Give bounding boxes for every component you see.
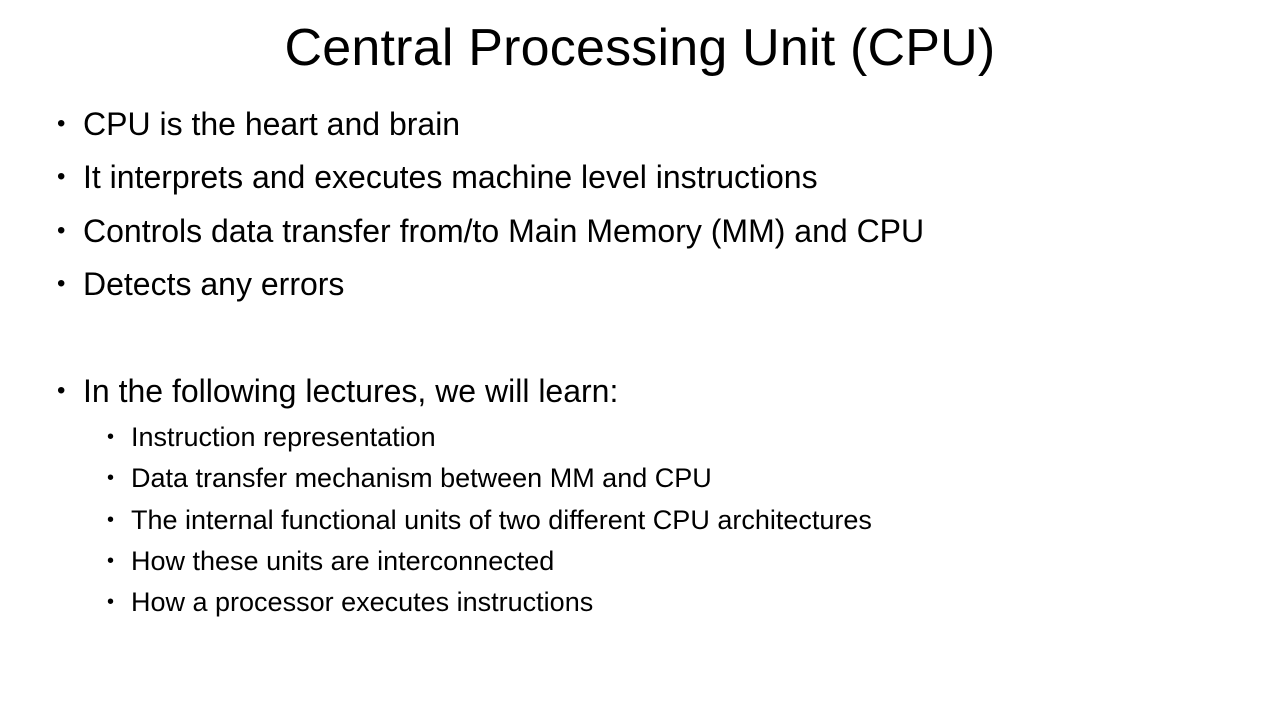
bullet-item: • Detects any errors bbox=[57, 264, 345, 304]
bullet-dot: • bbox=[107, 591, 115, 613]
slide-title: Central Processing Unit (CPU) bbox=[284, 19, 996, 77]
bullet-dot: • bbox=[107, 426, 115, 448]
sub-bullet-text: Instruction representation bbox=[131, 422, 436, 452]
sub-bullet-item: • How a processor executes instructions bbox=[107, 585, 594, 619]
sub-bullet-text: Data transfer mechanism between MM and C… bbox=[131, 463, 712, 493]
bullet-item: • Controls data transfer from/to Main Me… bbox=[57, 211, 925, 251]
sub-bullet-item: • The internal functional units of two d… bbox=[107, 503, 872, 537]
bullet-text: CPU is the heart and brain bbox=[83, 106, 461, 142]
bullet-dot: • bbox=[57, 377, 66, 404]
bullet-dot: • bbox=[107, 550, 115, 572]
sub-bullet-item: • Data transfer mechanism between MM and… bbox=[107, 461, 712, 495]
bullet-dot: • bbox=[107, 509, 115, 531]
bullet-dot: • bbox=[57, 163, 66, 190]
bullet-dot: • bbox=[57, 217, 66, 244]
bullet-text: In the following lectures, we will learn… bbox=[83, 373, 619, 409]
sub-bullet-item: • Instruction representation bbox=[107, 420, 436, 454]
bullet-dot: • bbox=[57, 110, 66, 137]
bullet-text: Detects any errors bbox=[83, 266, 345, 302]
bullet-dot: • bbox=[57, 270, 66, 297]
bullet-text: Controls data transfer from/to Main Memo… bbox=[83, 213, 925, 249]
bullet-item: • CPU is the heart and brain bbox=[57, 104, 461, 144]
sub-bullet-item: • How these units are interconnected bbox=[107, 544, 555, 578]
bullet-text: It interprets and executes machine level… bbox=[83, 159, 818, 195]
sub-bullet-text: How a processor executes instructions bbox=[131, 587, 594, 617]
bullet-item: • In the following lectures, we will lea… bbox=[57, 371, 619, 411]
sub-bullet-text: The internal functional units of two dif… bbox=[131, 505, 872, 535]
bullet-dot: • bbox=[107, 467, 115, 489]
sub-bullet-text: How these units are interconnected bbox=[131, 546, 555, 576]
bullet-item: • It interprets and executes machine lev… bbox=[57, 157, 818, 197]
